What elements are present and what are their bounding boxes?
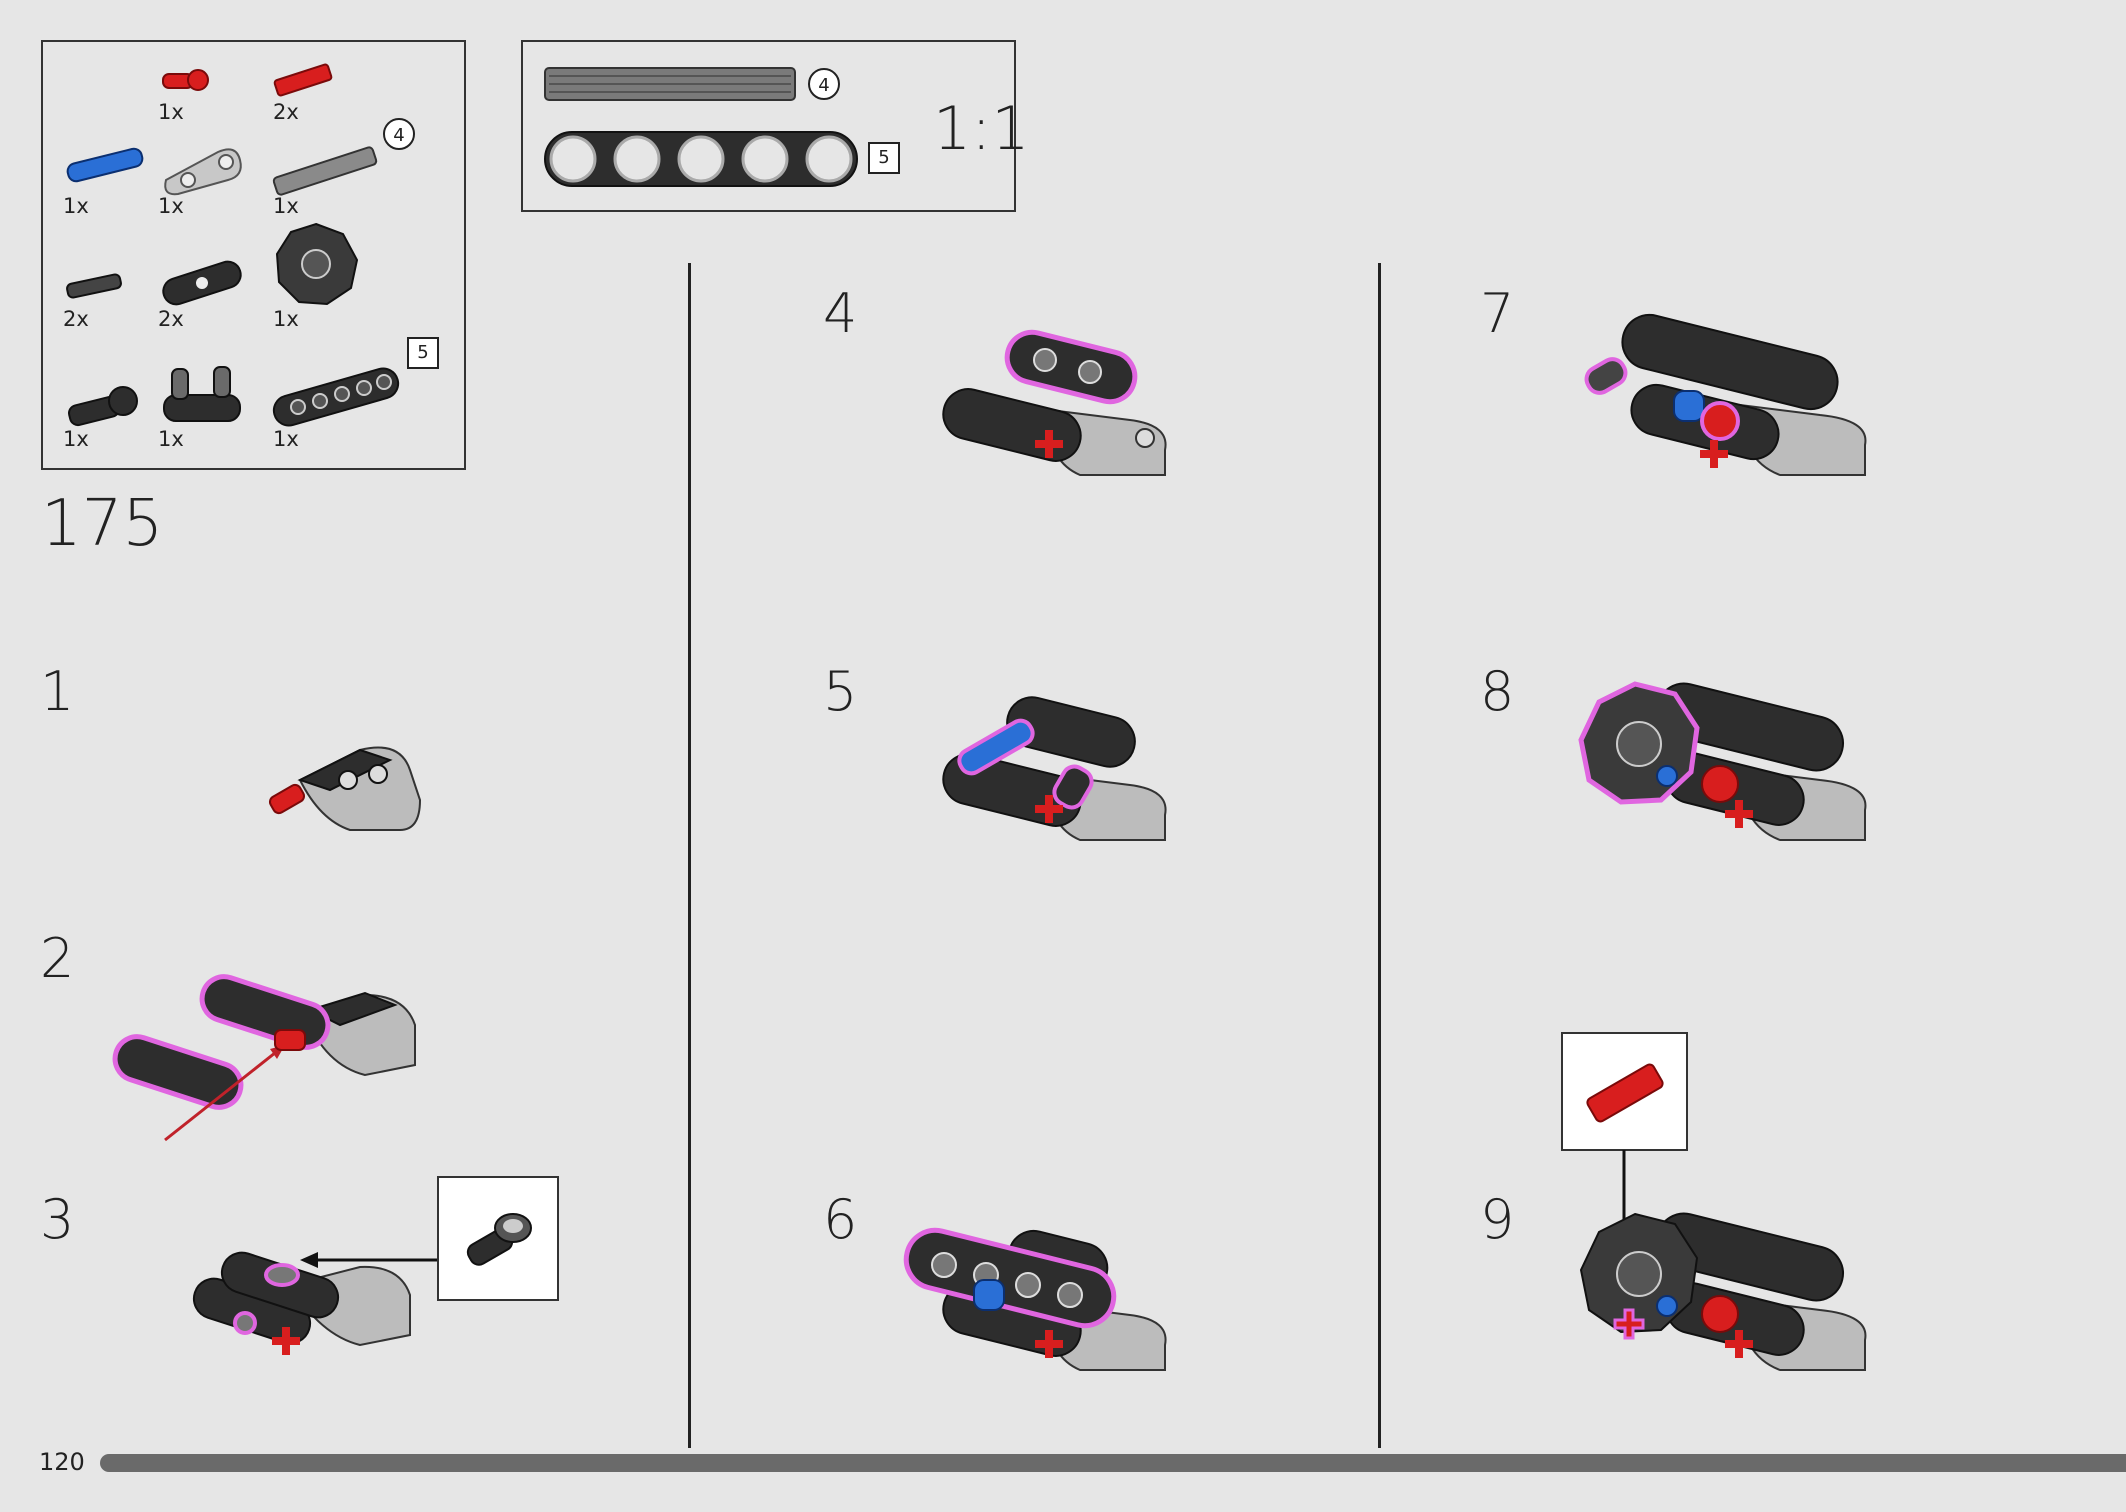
black-double-pin-icon	[163, 366, 241, 422]
red-axle-icon	[273, 63, 333, 97]
part-qty: 1x	[63, 194, 89, 218]
substep-9-model	[1579, 1212, 1867, 1371]
beam-scale-length: 5	[868, 142, 900, 174]
substep-3-model	[192, 1251, 411, 1355]
part-qty: 1x	[273, 427, 299, 451]
page-progress-bar	[100, 1454, 2126, 1472]
black-pin-connector-icon	[66, 273, 122, 299]
beam-scale-icon	[544, 131, 858, 187]
part-qty: 1x	[273, 307, 299, 331]
substep-number: 9	[1480, 1188, 1515, 1251]
substep-number: 5	[823, 660, 858, 723]
axle-length-badge: 4	[383, 118, 415, 150]
scale-label: 1:1	[933, 94, 1030, 164]
substep-number: 6	[823, 1188, 858, 1251]
beam-length-badge: 5	[407, 337, 439, 369]
black-beam-3-icon	[162, 260, 242, 306]
part-qty: 1x	[273, 194, 299, 218]
black-beam-5-icon	[272, 367, 400, 427]
part-qty: 2x	[63, 307, 89, 331]
substep-3-callout	[437, 1176, 559, 1301]
axle-scale-icon	[544, 67, 796, 101]
grey-beam-bent-icon	[164, 148, 242, 196]
substep-number: 3	[40, 1188, 75, 1251]
parts-list-box: 1x 2x 1x 1x 4 1x 2x 2x 1x 1x	[41, 40, 466, 470]
substep-6-model	[903, 1227, 1167, 1371]
scale-box: 4 5 1:1	[521, 40, 1030, 212]
part-qty: 1x	[158, 100, 184, 124]
substep-5-model	[942, 696, 1167, 841]
substep-1-model	[268, 746, 422, 831]
substep-8-model	[1578, 681, 1867, 841]
grey-axle-icon	[272, 146, 378, 196]
substep-number: 7	[1480, 282, 1515, 345]
axle-scale-length: 4	[808, 68, 840, 100]
part-qty: 1x	[63, 427, 89, 451]
substep-number: 8	[1480, 660, 1515, 723]
part-qty: 1x	[158, 427, 184, 451]
part-qty: 1x	[158, 194, 184, 218]
substep-number: 4	[823, 282, 858, 345]
substep-number: 2	[40, 927, 75, 990]
substep-2-model	[112, 974, 416, 1142]
build-step-number: 175	[41, 487, 164, 561]
substep-7-model	[1584, 313, 1867, 476]
column-divider	[1378, 263, 1381, 1448]
blue-pin-long-icon	[66, 147, 144, 183]
red-axle-icon	[1586, 1063, 1664, 1123]
substep-number: 1	[40, 660, 75, 723]
black-axle-connector-icon	[466, 1213, 532, 1266]
part-qty: 2x	[273, 100, 299, 124]
column-divider	[688, 263, 691, 1448]
red-pin-short-icon	[162, 69, 209, 91]
part-qty: 2x	[158, 307, 184, 331]
substep-4-model	[942, 329, 1167, 476]
page-number: 120	[39, 1448, 85, 1476]
substep-9-callout	[1561, 1032, 1688, 1151]
insert-arrow	[300, 1252, 438, 1268]
black-hub-icon	[275, 222, 359, 306]
black-axle-connector-icon	[68, 386, 138, 427]
